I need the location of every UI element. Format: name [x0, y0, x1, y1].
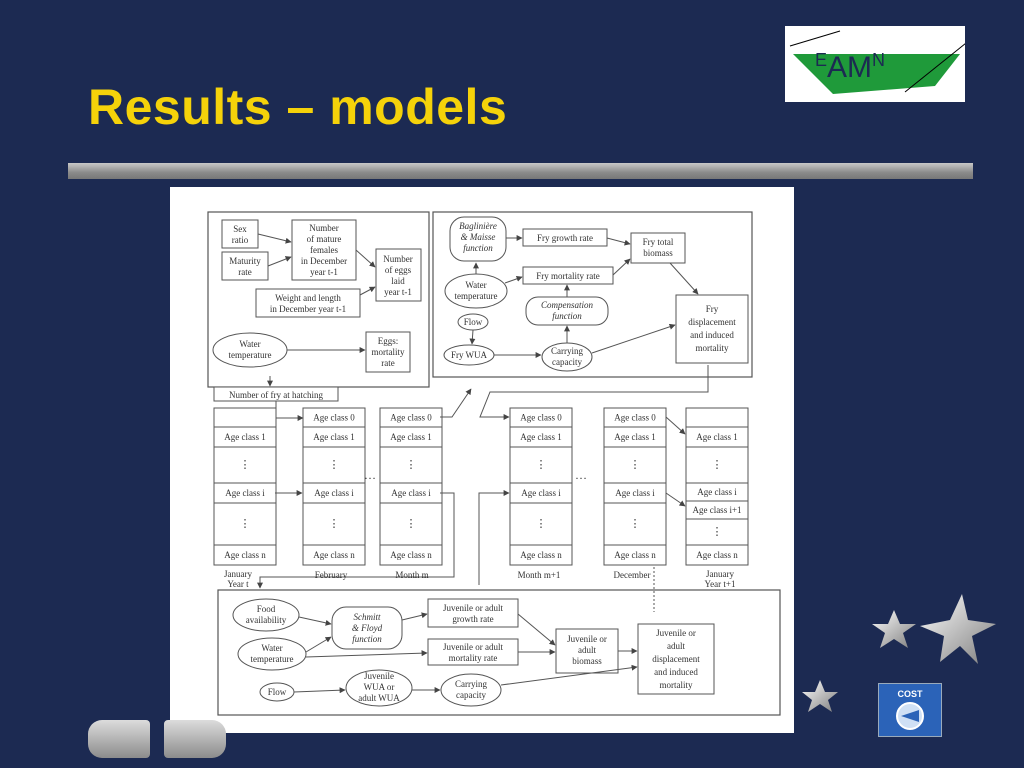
- age-class-label: Age class 1: [520, 432, 562, 442]
- next-slide-button[interactable]: [164, 720, 226, 758]
- age-class-label: Age class 1: [696, 432, 738, 442]
- vdots: ⋮: [329, 459, 340, 471]
- age-class-label: Age class n: [224, 550, 266, 560]
- age-column: [685, 407, 749, 566]
- age-column: [302, 407, 366, 566]
- flow-label: Flow: [464, 317, 483, 327]
- age-class-label: Age class n: [520, 550, 562, 560]
- vdots: ⋮: [406, 459, 417, 471]
- col-label-month-m1: Month m+1: [518, 570, 561, 580]
- col-label-month-m: Month m: [395, 570, 428, 580]
- star-icon: [802, 680, 838, 712]
- age-class-label: Age class n: [614, 550, 656, 560]
- age-class-label: Age class 1: [224, 432, 266, 442]
- age-class-label: Age class n: [390, 550, 432, 560]
- age-column: [509, 407, 573, 566]
- age-class-label: Age class n: [313, 550, 355, 560]
- fry-wua-label: Fry WUA: [451, 350, 488, 360]
- age-column: [213, 407, 277, 566]
- title-divider: [68, 163, 973, 179]
- vdots: ⋮: [329, 518, 340, 530]
- vdots: ⋮: [536, 459, 547, 471]
- col-label-december: December: [614, 570, 651, 580]
- vdots: ⋮: [712, 526, 723, 538]
- age-class-label: Age class 0: [520, 413, 562, 423]
- age-class-label: Age class 0: [614, 413, 656, 423]
- vdots: ⋮: [630, 459, 641, 471]
- fry-panel: [432, 211, 753, 378]
- age-class-label: Age class i: [615, 488, 655, 498]
- age-class-label: Age class n: [696, 550, 738, 560]
- age-column: [603, 407, 667, 566]
- age-class-label: Age class i: [697, 487, 737, 497]
- age-class-label: Age class 1: [390, 432, 432, 442]
- feamn-logo: EAMN: [785, 26, 965, 102]
- vdots: ⋮: [712, 459, 723, 471]
- age-class-label: Age class 0: [313, 413, 355, 423]
- hdots-right: …: [575, 468, 587, 482]
- col-label-february: February: [315, 570, 348, 580]
- age-class-columns: Age class 1 ⋮ Age class i ⋮ Age class n Age c…: [213, 407, 749, 566]
- hdots-left: …: [364, 468, 376, 482]
- age-class-label: Age class i: [521, 488, 561, 498]
- vdots: ⋮: [536, 518, 547, 530]
- star-icon: [920, 594, 996, 664]
- vdots: ⋮: [240, 518, 251, 530]
- vdots: ⋮: [240, 459, 251, 471]
- fry-at-hatching-label: Number of fry at hatching: [229, 390, 323, 400]
- cost-logo: COST: [878, 683, 942, 737]
- age-class-label: Age class i: [314, 488, 354, 498]
- age-class-label: Age class i+1: [692, 505, 741, 515]
- age-class-label: Age class 1: [614, 432, 656, 442]
- vdots: ⋮: [406, 518, 417, 530]
- age-class-label: Age class i: [391, 488, 431, 498]
- slide-title: Results – models: [88, 79, 508, 135]
- feamn-logo-text: EAMN: [815, 50, 886, 84]
- stars-decoration: [802, 594, 996, 712]
- vdots: ⋮: [630, 518, 641, 530]
- juv-flow-label: Flow: [268, 687, 287, 697]
- age-column: [379, 407, 443, 566]
- age-class-label: Age class 0: [390, 413, 432, 423]
- fry-mortality-label: Fry mortality rate: [536, 271, 599, 281]
- star-icon: [872, 610, 916, 648]
- juvenile-panel: [217, 589, 781, 716]
- age-class-label: Age class i: [225, 488, 265, 498]
- age-class-label: Age class 1: [313, 432, 355, 442]
- fry-growth-label: Fry growth rate: [537, 233, 593, 243]
- previous-slide-button[interactable]: [88, 720, 150, 758]
